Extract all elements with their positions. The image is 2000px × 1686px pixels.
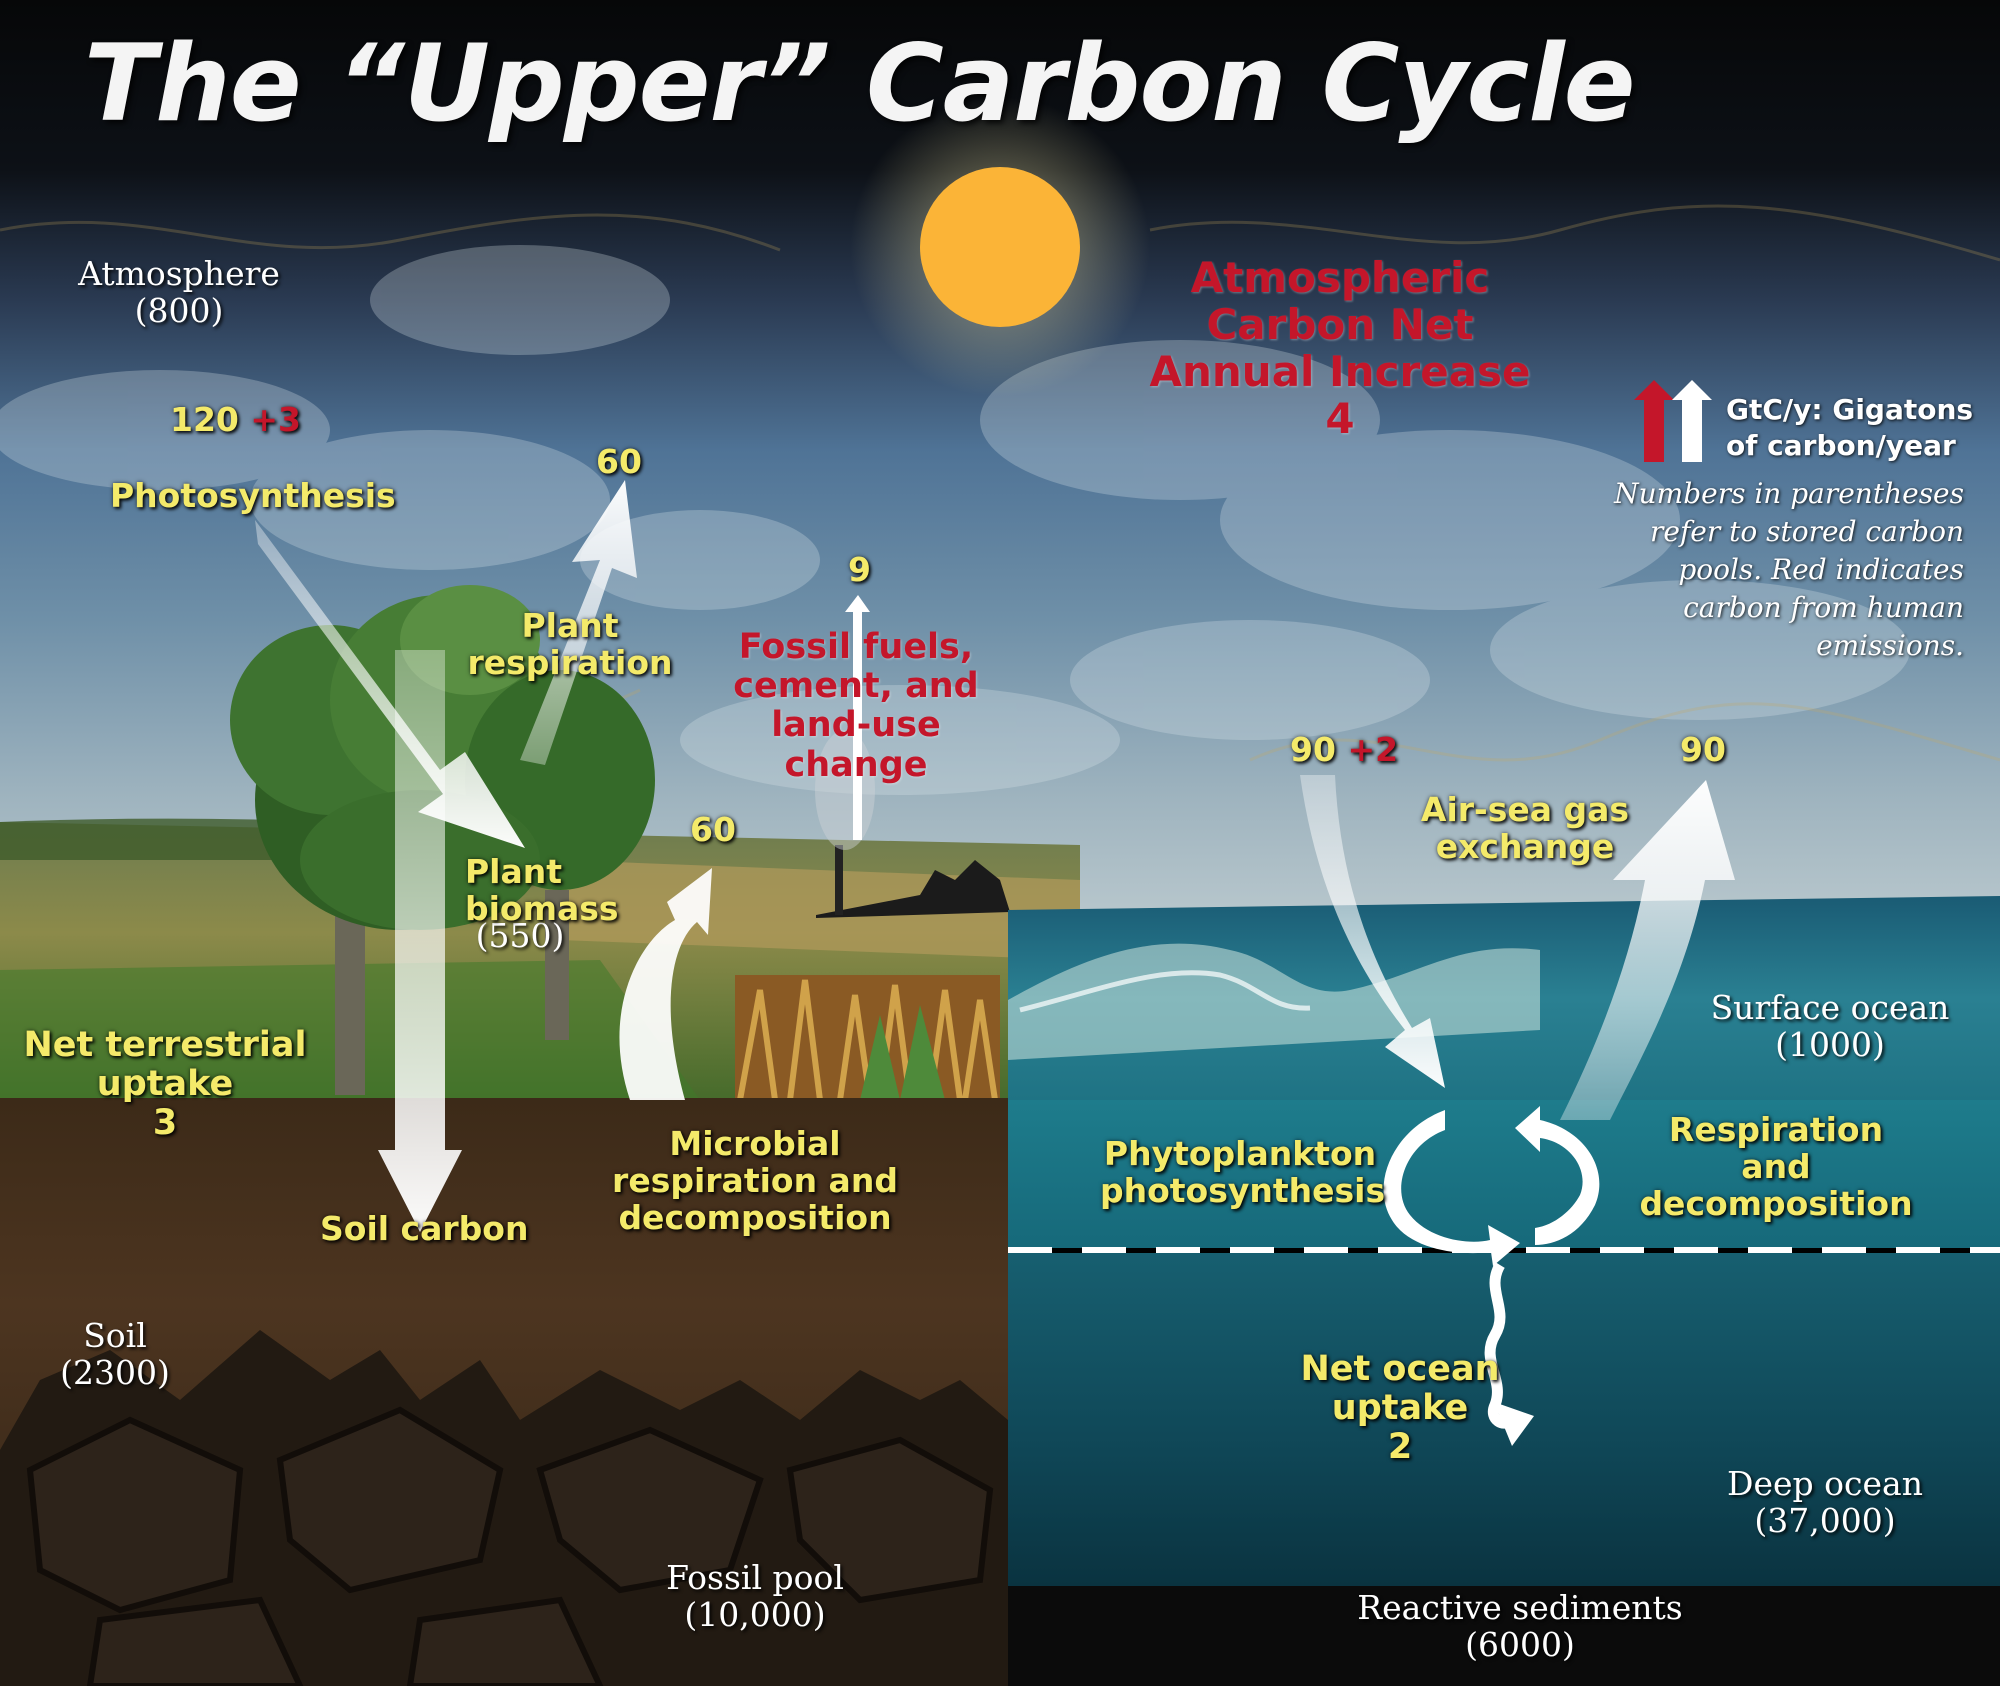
photosynthesis-label: Photosynthesis	[110, 476, 396, 515]
legend-unit-line1: GtC/y: Gigatons	[1726, 393, 1974, 426]
fossil-fuels-line4: change	[784, 744, 928, 785]
legend-note-line2: refer to stored carbon	[1649, 515, 1964, 549]
reactive-sediments-pool-value: (6000)	[1465, 1624, 1575, 1664]
microbial-line3: decomposition	[618, 1197, 892, 1237]
net-ocean-value: 2	[1387, 1427, 1413, 1468]
legend-note: Numbers in parentheses refer to stored c…	[1544, 475, 1964, 665]
atmospheric-increase-line2: Carbon Net	[1206, 300, 1474, 350]
plant-respiration-label: Plant respiration	[460, 606, 680, 682]
fossil-fuels-line3: land-use	[771, 705, 941, 746]
fossil-pool-value: (10,000)	[684, 1594, 826, 1634]
reactive-sediments-pool: Reactive sediments (6000)	[1320, 1588, 1720, 1664]
tree-icon	[230, 585, 655, 1182]
plant-respiration-value: 60	[596, 442, 642, 481]
fossil-fuels-line2: cement, and	[733, 666, 979, 707]
air-sea-down-value: 90 +2	[1290, 730, 1399, 769]
microbial-line2: respiration and	[612, 1160, 898, 1200]
legend-note-line4: carbon from human	[1683, 591, 1964, 625]
fossil-fuels-line1: Fossil fuels,	[738, 627, 974, 667]
air-sea-line2: exchange	[1435, 826, 1615, 866]
atmosphere-pool: Atmosphere (800)	[54, 254, 304, 330]
legend-arrows-icon	[1634, 380, 1712, 462]
fossil-fuels-label: Fossil fuels, cement, and land-use chang…	[726, 627, 986, 785]
ocean-respiration-line2: and	[1741, 1146, 1811, 1186]
atmospheric-increase-line3: Annual Increase	[1149, 347, 1531, 397]
soil-pool-value: (2300)	[60, 1352, 170, 1392]
diagram-title: The “Upper” Carbon Cycle	[84, 22, 1636, 145]
surface-ocean-pool-value: (1000)	[1775, 1024, 1885, 1064]
atmospheric-increase-line1: Atmospheric	[1190, 253, 1490, 302]
microbial-line1: Microbial	[669, 1124, 841, 1163]
air-sea-down-human: +2	[1347, 730, 1399, 769]
air-sea-down-natural: 90	[1290, 730, 1336, 769]
plant-biomass-label: Plant biomass	[465, 852, 625, 928]
legend-unit: GtC/y: Gigatons of carbon/year	[1726, 392, 1973, 465]
net-ocean-uptake: Net ocean uptake 2	[1290, 1349, 1510, 1468]
surface-ocean-pool-name: Surface ocean	[1710, 988, 1950, 1027]
atmosphere-pool-name: Atmosphere	[78, 254, 280, 293]
phytoplankton-line2: photosynthesis	[1100, 1170, 1386, 1210]
fossil-pool-name: Fossil pool	[666, 1558, 844, 1597]
plant-biomass-line1: Plant	[465, 852, 563, 891]
ocean-respiration-line3: decomposition	[1639, 1183, 1913, 1223]
legend-note-line5: emissions.	[1816, 629, 1964, 663]
plant-respiration-line2: respiration	[467, 642, 673, 682]
plant-biomass-value: (550)	[475, 916, 565, 955]
ocean-respiration-label: Respiration and decomposition	[1636, 1110, 1916, 1223]
photosynthesis-human: +3	[250, 400, 302, 439]
soil-pool: Soil (2300)	[20, 1316, 210, 1392]
microbial-value: 60	[690, 810, 736, 849]
legend-unit-line2: of carbon/year	[1726, 429, 1956, 463]
reactive-sediments-pool-name: Reactive sediments	[1357, 1588, 1683, 1627]
phytoplankton-line1: Phytoplankton	[1103, 1134, 1377, 1173]
net-ocean-line1: Net ocean	[1300, 1349, 1500, 1389]
net-terrestrial-line1: Net terrestrial	[23, 1025, 307, 1065]
net-terrestrial-line2: uptake	[96, 1064, 234, 1105]
atmospheric-increase-value: 4	[1325, 394, 1355, 444]
legend-note-line3: pools. Red indicates	[1678, 553, 1964, 587]
photosynthesis-natural: 120	[170, 400, 239, 439]
fossil-pool: Fossil pool (10,000)	[630, 1558, 880, 1634]
net-terrestrial-value: 3	[152, 1103, 178, 1144]
plant-respiration-line1: Plant	[521, 606, 619, 645]
air-sea-exchange-label: Air-sea gas exchange	[1410, 790, 1640, 866]
soil-carbon-label: Soil carbon	[320, 1209, 529, 1248]
soil-pool-name: Soil	[83, 1316, 147, 1355]
atmospheric-increase: Atmospheric Carbon Net Annual Increase 4	[1140, 254, 1540, 442]
ocean-respiration-line1: Respiration	[1668, 1110, 1884, 1149]
air-sea-up-value: 90	[1680, 730, 1726, 769]
net-terrestrial-uptake: Net terrestrial uptake 3	[10, 1025, 320, 1144]
net-ocean-line2: uptake	[1331, 1388, 1469, 1429]
fossil-fuels-value: 9	[848, 550, 871, 589]
legend-note-line1: Numbers in parentheses	[1614, 477, 1964, 510]
surface-ocean-pool: Surface ocean (1000)	[1690, 988, 1970, 1064]
photosynthesis-flux-value: 120 +3	[170, 400, 302, 439]
deep-ocean-pool-name: Deep ocean	[1727, 1464, 1923, 1503]
atmosphere-pool-value: (800)	[134, 290, 224, 330]
microbial-label: Microbial respiration and decomposition	[610, 1124, 900, 1237]
deep-ocean-pool-value: (37,000)	[1754, 1500, 1896, 1540]
air-sea-line1: Air-sea gas	[1420, 790, 1630, 829]
plant-biomass-line2: biomass	[465, 888, 619, 928]
deep-ocean-pool: Deep ocean (37,000)	[1690, 1464, 1960, 1540]
phytoplankton-label: Phytoplankton photosynthesis	[1100, 1134, 1386, 1210]
